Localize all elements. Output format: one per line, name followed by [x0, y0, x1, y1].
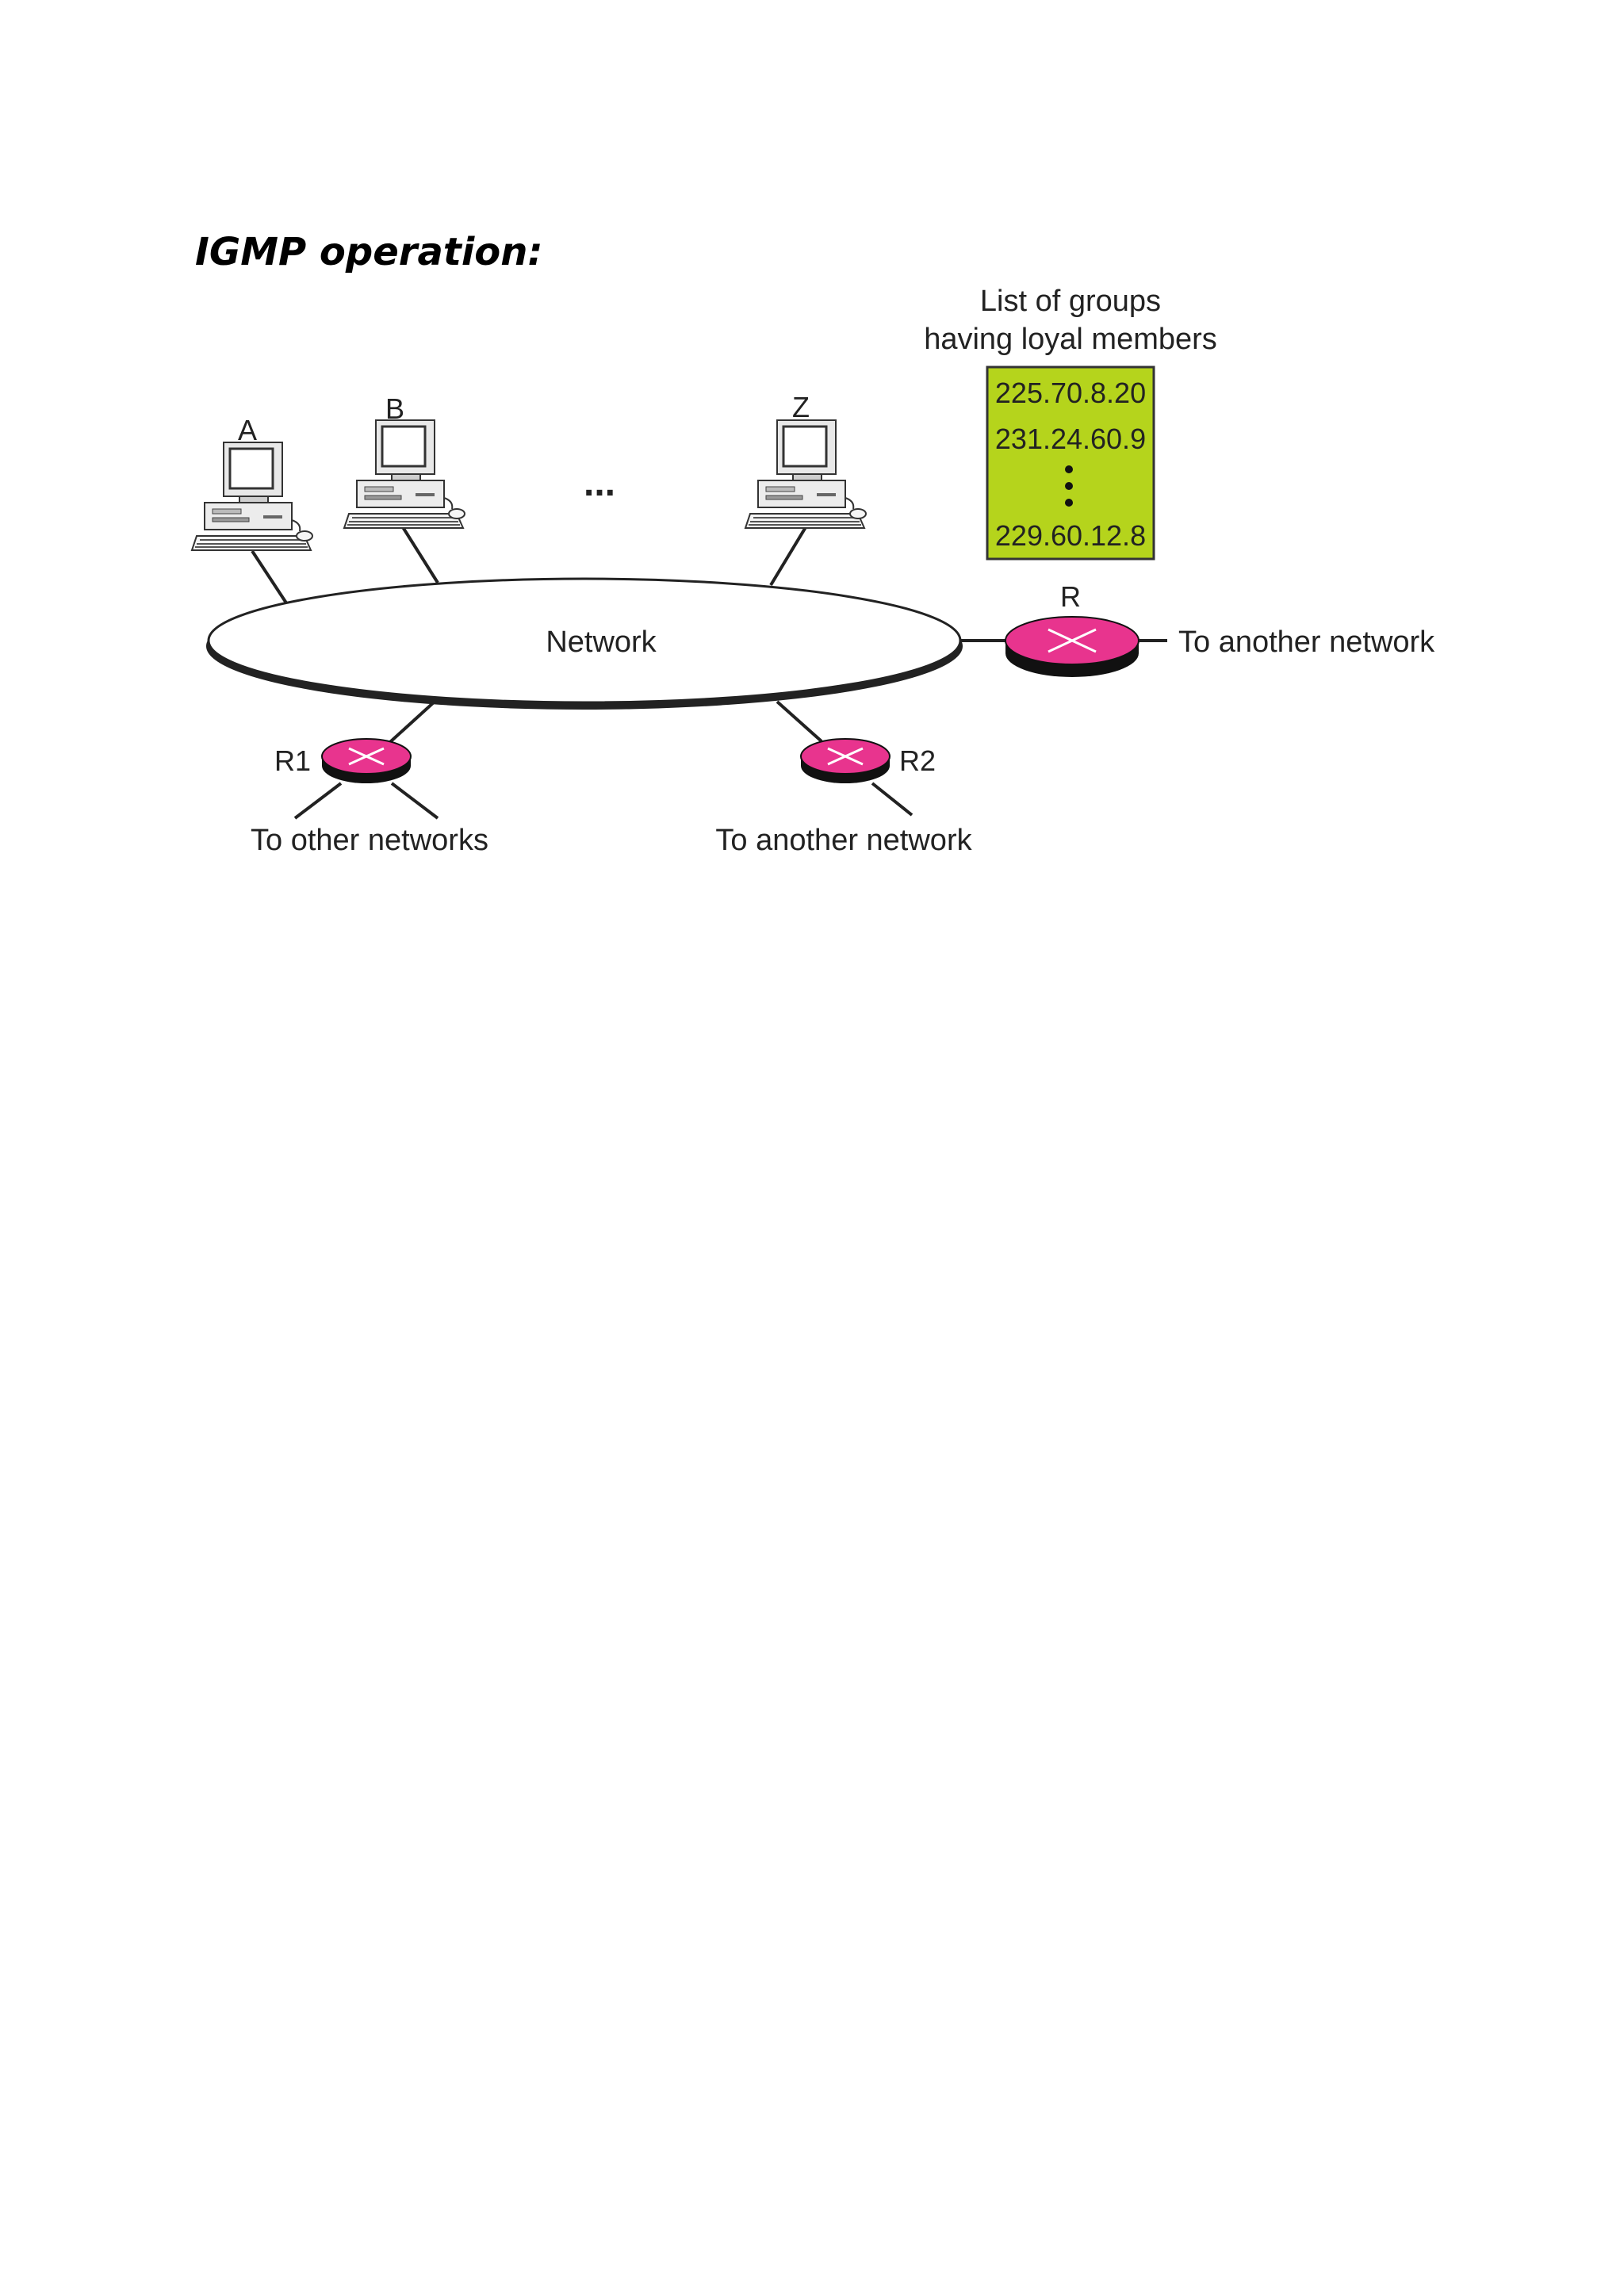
computer-icon: [343, 419, 466, 530]
vertical-ellipsis-dot: [1065, 499, 1073, 507]
router-link: [871, 782, 914, 817]
host-label: B: [385, 392, 404, 425]
group-entry: 229.60.12.8: [995, 519, 1146, 552]
router-label: R: [1060, 580, 1081, 613]
router-label: R1: [274, 744, 311, 777]
group-entry: 231.24.60.9: [995, 423, 1146, 455]
hosts-ellipsis: ...: [584, 462, 615, 504]
group-list-caption: List of groups: [980, 285, 1161, 318]
host-label: Z: [792, 391, 810, 423]
vertical-ellipsis-dot: [1065, 465, 1073, 473]
host-link: [769, 526, 807, 587]
computer-icon: [190, 441, 314, 552]
router-link-label: To another network: [1178, 626, 1435, 659]
router-link: [390, 782, 439, 820]
page-title: IGMP operation:: [195, 230, 543, 274]
router-link-label: To another network: [715, 824, 972, 857]
network-label: Network: [546, 626, 657, 659]
group-entry: 225.70.8.20: [995, 377, 1146, 409]
router-label: R2: [899, 744, 936, 777]
computer-icon: [744, 419, 868, 530]
host-link: [401, 526, 439, 584]
router-link: [776, 700, 823, 743]
router-link-label: To other networks: [251, 824, 488, 857]
router-r2: [800, 738, 891, 783]
group-list-box: [986, 365, 1155, 561]
vertical-ellipsis-dot: [1065, 482, 1073, 490]
host-label: A: [238, 414, 257, 446]
router-r1: [321, 738, 412, 783]
router-r: [1005, 616, 1139, 677]
group-list-caption: having loyal members: [924, 323, 1217, 356]
host-link: [251, 549, 289, 606]
router-link: [293, 782, 343, 820]
